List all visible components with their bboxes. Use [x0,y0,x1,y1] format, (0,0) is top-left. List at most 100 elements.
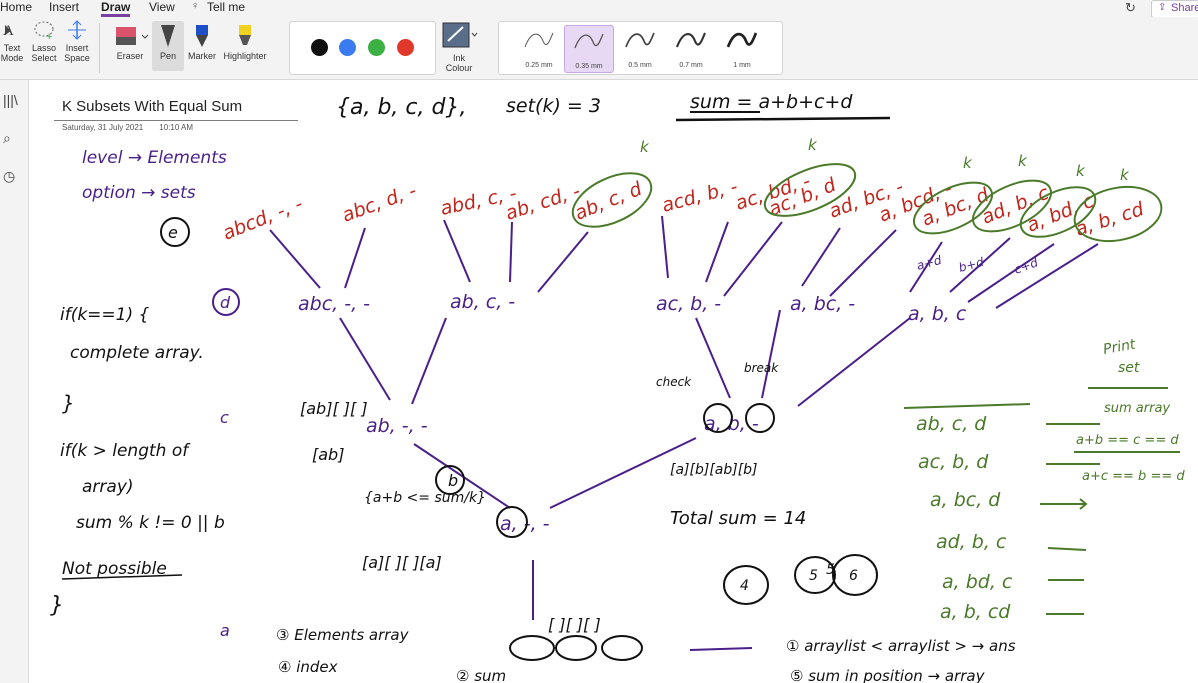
ink-k: k [963,154,973,172]
pen-size-0-35[interactable]: 0.35 mm [564,25,614,73]
ink-level: level → Elements [82,148,227,168]
sync-icon[interactable]: ↻ [1125,0,1136,15]
page-datetime: Saturday, 31 July 2021 10:10 AM [62,123,209,132]
ink-a-label: a [220,621,230,640]
recent-clock-icon[interactable]: ◷ [3,168,16,184]
ink-node: ab, -, - [366,415,428,437]
ink-underline [61,574,183,580]
ink-circle [763,163,857,217]
menu-insert[interactable]: Insert [49,0,80,14]
page-date: Saturday, 31 July 2021 [62,123,144,132]
ink-result: ac, b, d [918,451,989,473]
ink-edge [689,647,753,651]
ink-edge [443,219,471,283]
pen-label: Pen [159,51,176,61]
ink-top-set: {a, b, c, d}, [336,95,466,120]
ink-edge [549,437,697,509]
pen-size-label: 1 mm [733,62,751,69]
ink-circle [435,465,465,495]
ink-edge [967,243,1055,303]
pen-size-0-7[interactable]: 0.7 mm [667,25,715,71]
eraser-button[interactable]: Eraser [108,23,152,61]
ink-edge [949,237,1011,293]
ink-node: abc, -, - [298,293,370,315]
pen-size-1[interactable]: 1 mm [718,25,766,71]
ink-small-label: c+d [1012,255,1040,277]
ink-circle [571,172,653,228]
ink-node: a, bc, - [790,293,855,315]
color-swatch-red[interactable] [397,39,414,56]
share-button[interactable]: ⇪ Share [1151,0,1198,18]
ink-d-circle: d [220,293,231,312]
ink-circle [1073,185,1163,243]
lasso-label-1: Lasso [31,43,57,53]
ink-edge [269,229,321,289]
stroke-sample-icon [676,32,706,48]
pen-button[interactable]: Pen [152,21,184,71]
marker-button[interactable]: Marker [186,23,218,61]
color-swatch-green[interactable] [368,39,385,56]
page-time: 10:10 AM [159,123,194,132]
ink-circle [160,217,190,247]
ink-edge [705,221,729,283]
ink-edge [411,317,447,405]
ink-sum-array: sum array [1104,401,1170,416]
menu-view[interactable]: View [149,0,175,14]
color-swatch-black[interactable] [311,39,328,56]
ink-small-label: b+d [957,255,985,275]
ink-edge [695,317,731,399]
ink-color-palette [289,21,436,75]
pen-size-0-5[interactable]: 0.5 mm [616,25,664,71]
ink-array-close: array) [82,477,134,497]
ink-leaf: acd, b, - [660,176,740,217]
ink-leaf: abcd, -, - [220,193,306,245]
ink-edge [509,221,513,283]
ink-circle [723,565,769,605]
ink-result: a, bc, d [930,489,1001,511]
ink-result: a, b, cd [940,601,1011,623]
stroke-sample-icon [625,32,655,48]
ink-node: a, -, - [500,513,550,535]
page-title[interactable]: K Subsets With Equal Sum [62,98,243,115]
ink-k: k [1018,152,1028,170]
notebooks-icon[interactable]: |||\ [3,92,18,108]
ink-edge [801,227,841,287]
ink-if-k1: if(k==1) { [60,305,150,325]
menu-tell-me[interactable]: Tell me [207,0,246,14]
text-mode-button[interactable]: A Text Mode [0,19,24,63]
ink-circle [496,506,528,538]
ink-colour-label-2: Colour [445,63,473,73]
lasso-select-button[interactable]: + Lasso Select [28,19,60,63]
notebook-sidebar: |||\ ⌕ ◷ [0,80,29,683]
ink-colour-button[interactable]: Ink Colour [436,21,482,73]
ink-arraylist: ① arraylist < arraylist > → ans [786,637,1016,655]
ink-edge [344,227,366,289]
lasso-label-2: Select [31,53,57,63]
text-mode-label-1: Text [3,43,21,53]
menu-home[interactable]: Home [0,0,33,14]
ink-close1: } [62,391,75,415]
ink-option: option → sets [82,183,196,203]
ink-print: Print [1102,336,1137,357]
ink-circle-num: 5 [809,568,818,584]
ink-circle-num: 5 [826,562,835,578]
ink-edge [797,317,911,407]
ribbon-divider [99,23,100,73]
menu-draw[interactable]: Draw [101,0,131,14]
ink-edge [537,231,589,293]
ink-brackets-bottom: [ ][ ][ ] [548,615,601,634]
ink-circle [913,181,993,235]
pen-size-0-25[interactable]: 0.25 mm [515,25,563,71]
ink-ab-eq: a+b == c == d [1076,433,1179,448]
insert-space-button[interactable]: Insert Space [61,19,93,63]
highlighter-button[interactable]: Highlighter [220,23,270,61]
ink-result: ab, c, d [916,413,987,435]
ink-circle [745,403,775,433]
ink-circle [703,403,733,433]
ink-sum-label: ② sum [456,667,506,683]
color-swatch-blue[interactable] [339,39,356,56]
search-icon[interactable]: ⌕ [3,130,11,146]
lightbulb-icon: ♀ [191,0,200,12]
note-page[interactable] [29,80,1198,683]
